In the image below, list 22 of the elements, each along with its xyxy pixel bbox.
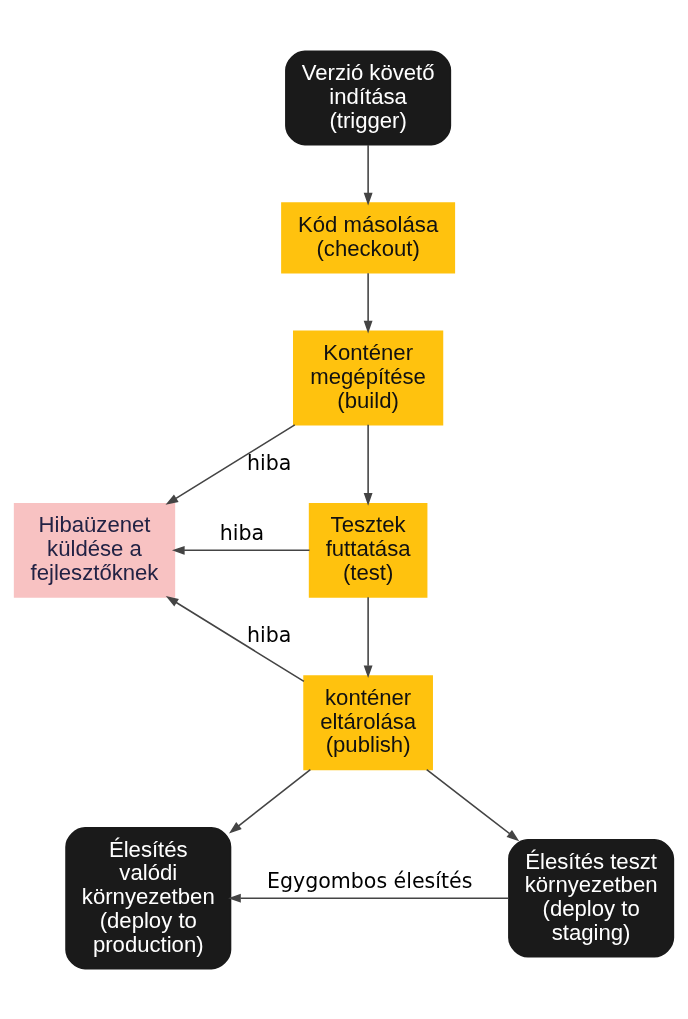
arrow [425, 768, 520, 841]
node-box: Verzió követő indítása (trigger) [285, 50, 452, 145]
arrow [363, 143, 373, 206]
node-box: Hibaüzenet küldése a fejlesztőknek [13, 502, 176, 598]
arrow [229, 768, 312, 833]
edge-label: Egygombos élesítés [266, 868, 473, 893]
node-box: Tesztek futtatása (test) [308, 502, 428, 598]
arrow [171, 545, 311, 555]
arrow [228, 893, 510, 903]
node-box: Élesítés valódi környezetben (deploy to production) [65, 826, 232, 969]
arrow [363, 595, 373, 678]
arrow [165, 423, 296, 505]
arrow [363, 423, 373, 506]
node-box: konténer eltárolása (publish) [303, 674, 433, 770]
node-box: Kód másolása (checkout) [281, 201, 456, 274]
edge-label: hiba [219, 520, 265, 545]
arrow [363, 272, 373, 333]
node-box: Konténer megépítése (build) [293, 330, 444, 425]
arrow [165, 595, 305, 682]
node-box: Élesítés teszt környezetben (deploy to staging) [508, 838, 675, 958]
edge-label: hiba [247, 622, 292, 647]
edge-label: hiba [247, 450, 292, 475]
